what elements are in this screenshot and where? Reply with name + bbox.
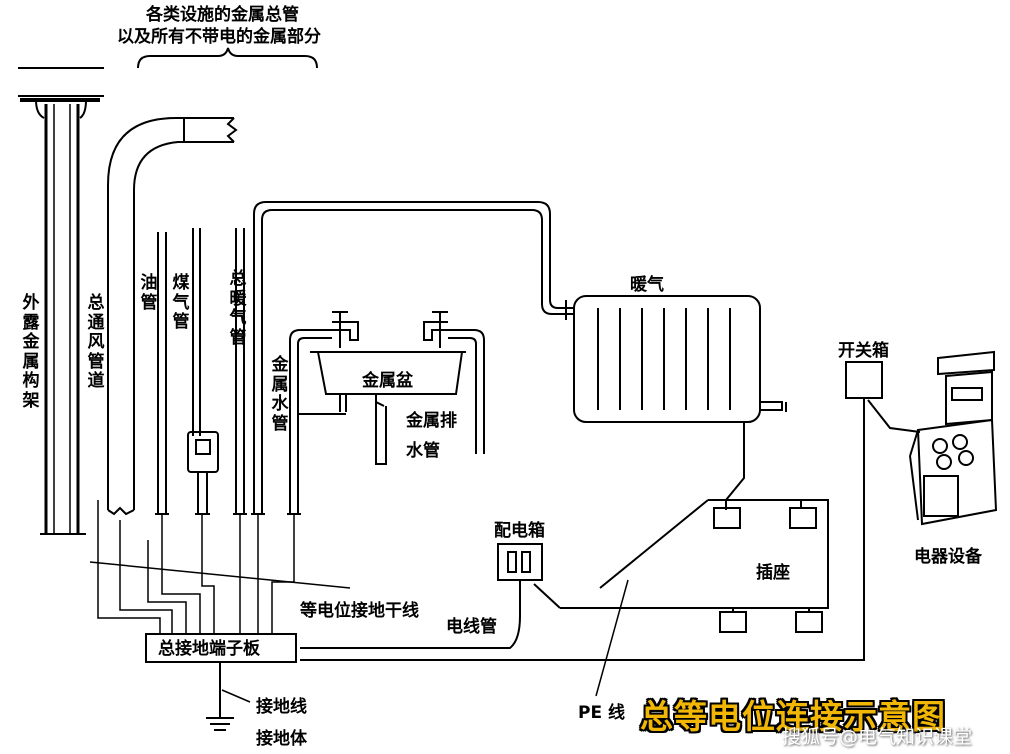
label-metal-basin: 金属盆 — [362, 371, 413, 391]
label-main-terminal-board: 总接地端子板 — [158, 639, 260, 659]
switch-box-shape — [300, 361, 921, 661]
watermark: 搜狐号@电气知识课堂 — [782, 726, 973, 748]
label-heating: 暖气 — [630, 275, 664, 295]
label-ground-wire: 接地线 — [256, 697, 307, 717]
distribution-box-shape — [300, 543, 543, 649]
label-appliance: 电器设备 — [914, 547, 982, 567]
label-socket: 插座 — [756, 563, 790, 583]
label-main-heating-pipe: 总暖气管 — [229, 269, 247, 348]
top-note-line1: 各类设施的金属总管 — [146, 5, 299, 25]
metal-frame-structure — [18, 67, 104, 535]
label-oil-pipe: 油管 — [140, 273, 158, 313]
appliance-shape — [909, 350, 998, 526]
metal-basin-shape — [298, 351, 466, 465]
label-exposed-metal-frame: 外露金属构架 — [22, 293, 40, 411]
label-gas-pipe: 煤气管 — [172, 273, 190, 333]
socket-group — [533, 499, 829, 633]
label-metal-drain-2: 水管 — [406, 441, 440, 461]
top-note-line2: 以及所有不带电的金属部分 — [117, 27, 321, 47]
label-metal-water-pipe: 金属水管 — [271, 355, 289, 434]
faucet-right — [423, 311, 448, 348]
label-switch-box: 开关箱 — [838, 341, 889, 361]
faucet-left — [332, 311, 359, 348]
pe-line-leader — [595, 579, 629, 697]
top-brace — [137, 47, 318, 69]
bonding-wires — [89, 500, 351, 634]
ventilation-duct — [107, 117, 238, 516]
radiator-shape — [573, 295, 787, 510]
ground-symbol — [206, 662, 251, 731]
label-main-vent-duct: 总通风管道 — [87, 293, 105, 392]
label-conduit: 电线管 — [446, 617, 497, 637]
label-ground-body: 接地体 — [256, 729, 307, 749]
banner-title: 总等电位连接示意图 — [640, 697, 946, 736]
label-distribution-box: 配电箱 — [494, 521, 545, 541]
label-metal-drain-1: 金属排 — [406, 411, 457, 431]
heating-supply-pipe — [251, 201, 574, 515]
label-equipotential-trunk: 等电位接地干线 — [300, 601, 419, 621]
label-pe-line: PE 线 — [578, 703, 625, 723]
gas-pipe-shape — [187, 228, 219, 515]
